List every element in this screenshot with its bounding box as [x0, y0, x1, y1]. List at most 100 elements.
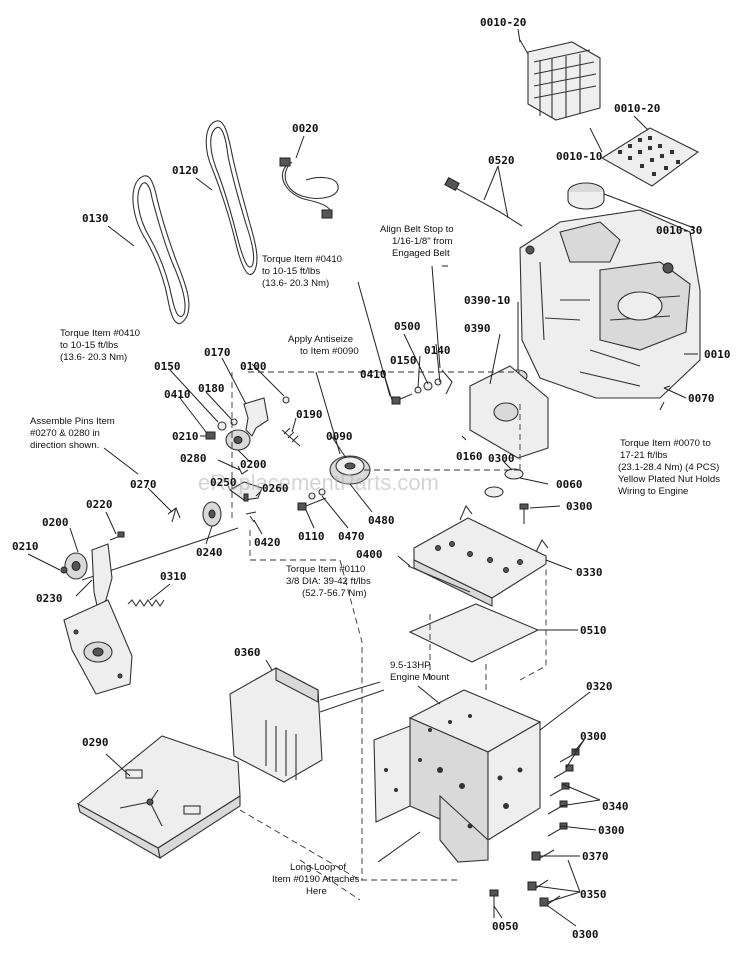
- note-line: (13.6- 20.3 Nm): [262, 278, 329, 289]
- note-align-belt-stop: Align Belt Stop to 1/16-1/8" from Engage…: [380, 224, 454, 259]
- part-label-0300: 0300: [572, 928, 599, 941]
- part-label-0300: 0300: [598, 824, 625, 837]
- note-line: Long Loop of: [290, 862, 346, 873]
- drive-belt-0120-shape: [205, 120, 258, 275]
- note-line: Align Belt Stop to: [380, 224, 454, 235]
- part-label-0280: 0280: [180, 452, 207, 465]
- primer-line-shape: [444, 176, 523, 227]
- note-torque-0410-right: Torque Item #0410 to 10-15 ft/lbs (13.6-…: [262, 254, 342, 289]
- part-label-0230: 0230: [36, 592, 63, 605]
- part-label-0010-10: 0010-10: [556, 150, 602, 163]
- part-label-0010-30: 0010-30: [656, 224, 702, 237]
- part-label-0140: 0140: [424, 344, 451, 357]
- part-label-0180: 0180: [198, 382, 225, 395]
- note-assemble-pins: Assemble Pins Item #0270 & 0280 in direc…: [30, 416, 115, 451]
- engine-mount-frame-shape: [373, 689, 542, 863]
- heat-shield-shape: [600, 127, 700, 187]
- leader-lines: [27, 28, 698, 927]
- part-label-0150: 0150: [390, 354, 417, 367]
- part-label-0020: 0020: [292, 122, 319, 135]
- part-number-labels: 0010-20 0010-20 0010-10 0010-30 0010 052…: [12, 16, 731, 941]
- part-label-0480: 0480: [368, 514, 395, 527]
- belt-cover-shape: [229, 667, 385, 783]
- note-line: Apply Antiseize: [288, 334, 353, 345]
- note-line: Item #0190 Attaches: [272, 874, 360, 885]
- part-label-0370: 0370: [582, 850, 609, 863]
- part-label-0200: 0200: [42, 516, 69, 529]
- engine-shape: [519, 209, 701, 399]
- belt-guard-bracket-shape: [469, 365, 549, 459]
- note-line: Here: [306, 886, 327, 897]
- part-label-0160: 0160: [456, 450, 483, 463]
- part-label-0210: 0210: [12, 540, 39, 553]
- part-label-0300: 0300: [580, 730, 607, 743]
- note-line: 9.5-13HP: [390, 660, 431, 671]
- muffler-guard-shape: [519, 39, 601, 121]
- part-label-0010-20: 0010-20: [480, 16, 526, 29]
- part-label-0320: 0320: [586, 680, 613, 693]
- part-label-0390-10: 0390-10: [464, 294, 510, 307]
- part-label-0060: 0060: [556, 478, 583, 491]
- spring-0310-shape: [127, 599, 165, 607]
- part-label-0330: 0330: [576, 566, 603, 579]
- part-label-0290: 0290: [82, 736, 109, 749]
- note-long-loop: Long Loop of Item #0190 Attaches Here: [272, 862, 360, 897]
- part-label-0130: 0130: [82, 212, 109, 225]
- part-label-0360: 0360: [234, 646, 261, 659]
- note-line: direction shown.: [30, 440, 99, 451]
- note-line: Yellow Plated Nut Holds: [618, 474, 720, 485]
- pin-0280-shape: [237, 465, 249, 475]
- note-line: 1/16-1/8" from: [392, 236, 452, 247]
- part-label-0010-20: 0010-20: [614, 102, 660, 115]
- note-torque-0070: Torque Item #0070 to 17-21 ft/lbs (23.1-…: [618, 438, 720, 497]
- note-line: Torque Item #0410: [60, 328, 140, 339]
- base-pan-shape: [77, 735, 241, 860]
- part-label-0010: 0010: [704, 348, 731, 361]
- part-label-0400: 0400: [356, 548, 383, 561]
- part-label-0240: 0240: [196, 546, 223, 559]
- part-label-0070: 0070: [688, 392, 715, 405]
- drive-lever-assembly-shape: [60, 527, 239, 612]
- part-label-0100: 0100: [240, 360, 267, 373]
- friction-plate-shape: [63, 599, 133, 695]
- belt-stop-hardware-shape: [391, 369, 453, 405]
- note-line: 17-21 ft/lbs: [620, 450, 668, 461]
- pivot-bracket-shape: [413, 504, 549, 607]
- pin-0270-shape: [167, 507, 181, 523]
- note-engine-mount: 9.5-13HP Engine Mount: [390, 660, 450, 683]
- part-label-0190: 0190: [296, 408, 323, 421]
- part-label-0470: 0470: [338, 530, 365, 543]
- part-label-0350: 0350: [580, 888, 607, 901]
- engine-pulley-shape: [297, 455, 371, 511]
- note-line: Torque Item #0410: [262, 254, 342, 265]
- part-label-0050: 0050: [492, 920, 519, 933]
- drive-belt-0120-inner: [210, 126, 255, 268]
- note-apply-antiseize: Apply Antiseize to Item #0090: [288, 334, 359, 357]
- part-label-0110: 0110: [298, 530, 325, 543]
- note-torque-0410-left: Torque Item #0410 to 10-15 ft/lbs (13.6-…: [60, 328, 140, 363]
- watermark-text: eReplacementParts.com: [198, 470, 439, 495]
- note-line: Engaged Belt: [392, 248, 450, 259]
- note-line: Wiring to Engine: [618, 486, 688, 497]
- note-line: 3/8 DIA: 39-42 ft/lbs: [286, 576, 371, 587]
- pivot-washer-shape: [484, 468, 529, 524]
- part-label-0090: 0090: [326, 430, 353, 443]
- fuel-cap-shape: [567, 182, 605, 210]
- part-label-0410: 0410: [164, 388, 191, 401]
- part-label-0270: 0270: [130, 478, 157, 491]
- part-label-0310: 0310: [160, 570, 187, 583]
- note-line: to 10-15 ft/lbs: [262, 266, 320, 277]
- drive-belt-0130-shape: [132, 175, 190, 324]
- part-label-0150: 0150: [154, 360, 181, 373]
- shaft-0400-shape: [407, 565, 471, 593]
- part-label-0390: 0390: [464, 322, 491, 335]
- note-line: Torque Item #0110: [286, 564, 365, 575]
- part-label-0340: 0340: [602, 800, 629, 813]
- assembly-dashed-lines: [231, 371, 547, 901]
- note-line: to 10-15 ft/lbs: [60, 340, 118, 351]
- part-label-0420: 0420: [254, 536, 281, 549]
- part-label-0170: 0170: [204, 346, 231, 359]
- note-line: Engine Mount: [390, 672, 450, 683]
